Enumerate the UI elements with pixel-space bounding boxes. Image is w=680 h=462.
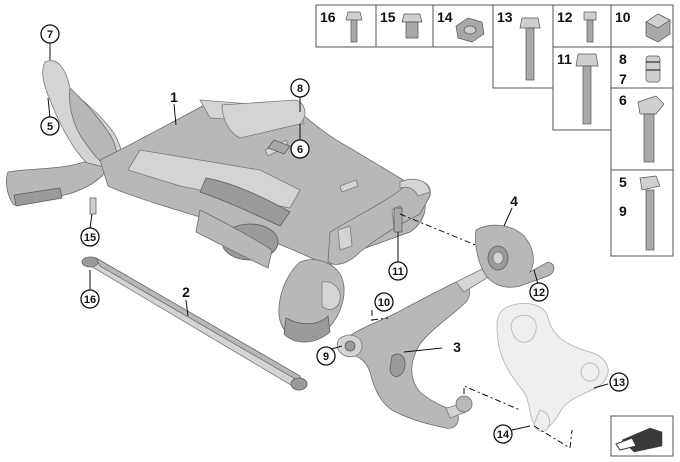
callout-11: 11 xyxy=(388,261,408,281)
bolt-6-drawing xyxy=(637,95,665,163)
label-strut: 2 xyxy=(182,284,190,300)
svg-text:6: 6 xyxy=(297,144,303,156)
sleeve-8-drawing xyxy=(645,55,661,83)
nut-14-drawing xyxy=(455,17,485,43)
grid-label-16: 16 xyxy=(320,9,336,25)
nut-15-drawing xyxy=(401,13,423,39)
callout-5: 5 xyxy=(40,116,60,136)
grid-label-14: 14 xyxy=(437,9,453,25)
leader-lines xyxy=(47,42,609,431)
grid-label-8: 8 xyxy=(619,51,627,67)
callout-14: 14 xyxy=(493,424,513,444)
grid-label-5: 5 xyxy=(619,174,627,190)
callout-8: 8 xyxy=(290,78,310,98)
label-control-arm: 3 xyxy=(453,339,461,355)
bolt-5-drawing xyxy=(639,175,661,251)
svg-text:13: 13 xyxy=(613,377,625,389)
callout-7: 7 xyxy=(40,24,60,44)
svg-text:11: 11 xyxy=(392,266,404,278)
assembly-lines xyxy=(371,213,573,449)
bolt-12-drawing xyxy=(583,11,597,43)
callout-10: 10 xyxy=(374,292,394,312)
bolt-16-drawing xyxy=(345,11,363,43)
callout-6: 6 xyxy=(290,139,310,159)
svg-text:7: 7 xyxy=(47,29,53,41)
grid-label-7: 7 xyxy=(619,71,627,87)
lower-control-arm xyxy=(336,267,491,429)
callout-16: 16 xyxy=(80,289,100,309)
label-subframe: 1 xyxy=(170,89,178,105)
orientation-arrow-box xyxy=(610,415,674,457)
svg-text:10: 10 xyxy=(378,297,390,309)
grid-label-15: 15 xyxy=(380,9,396,25)
svg-text:12: 12 xyxy=(533,287,545,299)
svg-text:15: 15 xyxy=(84,232,96,244)
subframe xyxy=(6,60,431,343)
svg-text:5: 5 xyxy=(47,121,53,133)
nut-10-drawing xyxy=(645,13,671,43)
steering-knuckle-ghost xyxy=(496,302,609,432)
callout-13: 13 xyxy=(609,372,629,392)
strut-rod xyxy=(81,256,308,391)
svg-text:9: 9 xyxy=(323,351,329,363)
callout-9: 9 xyxy=(316,346,336,366)
svg-text:8: 8 xyxy=(297,83,303,95)
grid-label-12: 12 xyxy=(557,9,573,25)
bolt-13-drawing xyxy=(519,17,541,81)
label-bushing-bracket: 4 xyxy=(510,193,518,209)
svg-text:16: 16 xyxy=(84,294,96,306)
grid-label-6: 6 xyxy=(619,92,627,108)
svg-text:14: 14 xyxy=(497,429,510,441)
grid-label-10: 10 xyxy=(615,9,631,25)
grid-label-13: 13 xyxy=(497,9,513,25)
callout-12: 12 xyxy=(529,282,549,302)
callout-15: 15 xyxy=(80,227,100,247)
grid-label-9: 9 xyxy=(619,203,627,219)
grid-label-11: 11 xyxy=(557,51,572,67)
bolt-11-drawing xyxy=(575,53,599,125)
